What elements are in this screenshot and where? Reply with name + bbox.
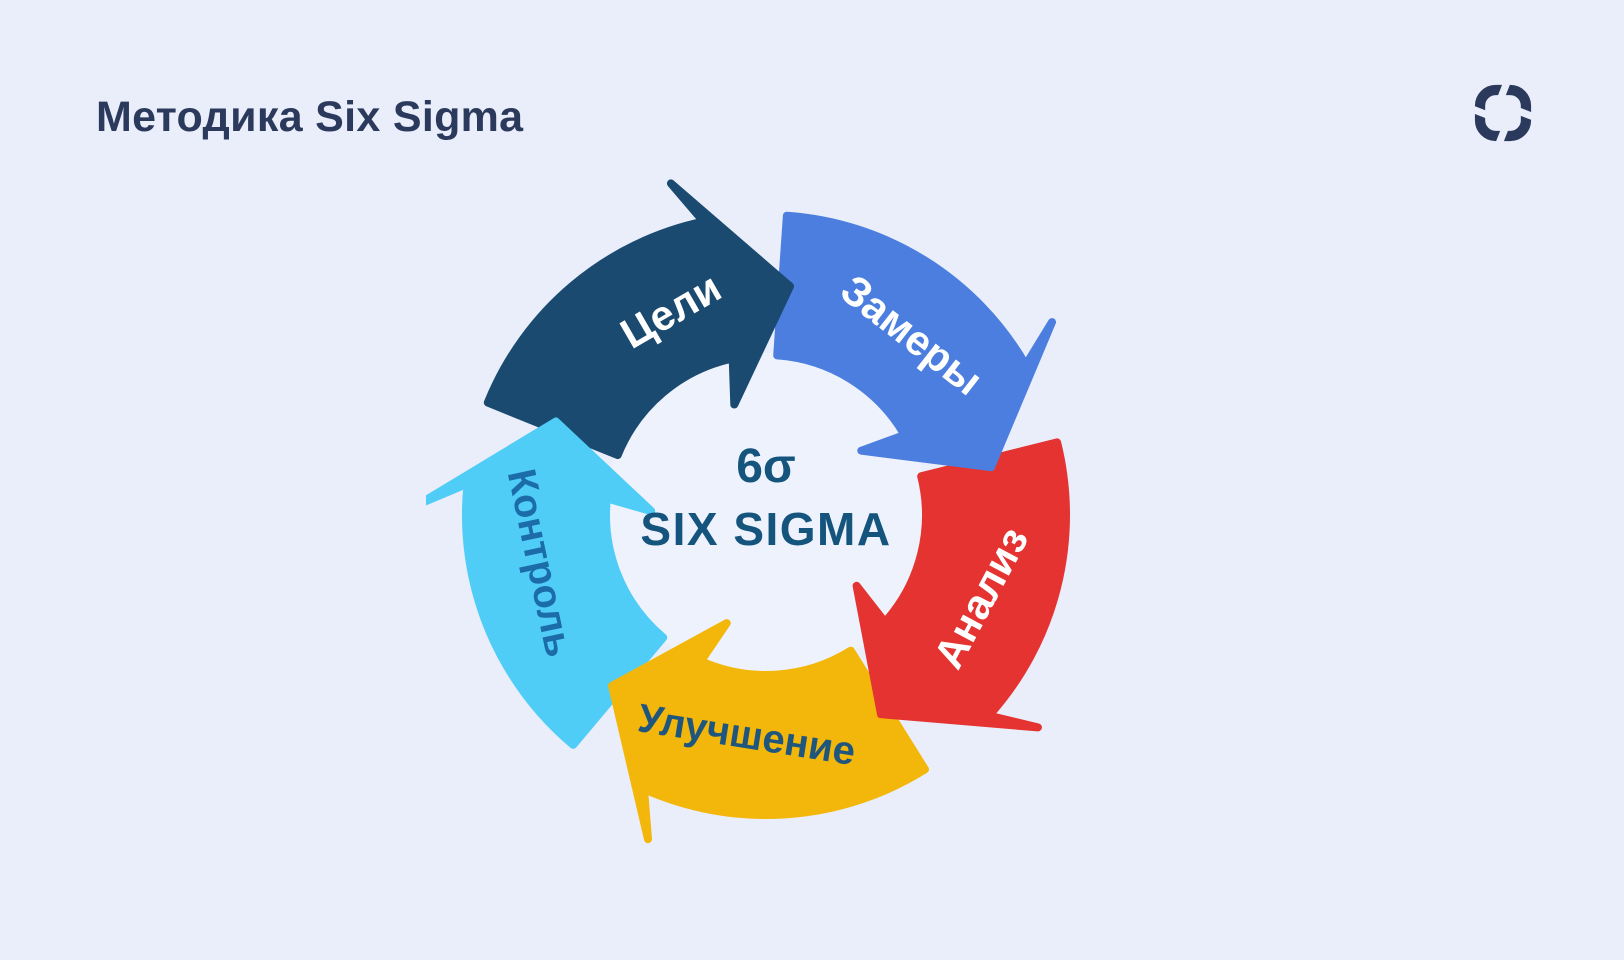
cycle-arrows <box>417 179 1070 844</box>
stage-arrow-1 <box>773 211 1056 472</box>
diagram-center-disc <box>604 353 928 677</box>
brand-logo-svg <box>1470 80 1536 146</box>
stage-arrow-2 <box>852 438 1070 732</box>
six-sigma-cycle-diagram: 6σ SIX SIGMA Цели Замеры Анализ Улучшени… <box>417 175 1106 855</box>
page-title: Методика Six Sigma <box>96 93 524 141</box>
logo-gaps <box>1470 80 1536 146</box>
center-label-6sigma: 6σ <box>736 440 796 493</box>
stage-arrow-0 <box>483 179 794 460</box>
cycle-arrow-overlap <box>417 417 656 515</box>
center-label-six-sigma: SIX SIGMA <box>640 503 891 555</box>
stage-arrow-4-head <box>417 417 656 515</box>
brand-logo-icon <box>1470 80 1536 146</box>
stage-arrow-3 <box>608 619 929 844</box>
